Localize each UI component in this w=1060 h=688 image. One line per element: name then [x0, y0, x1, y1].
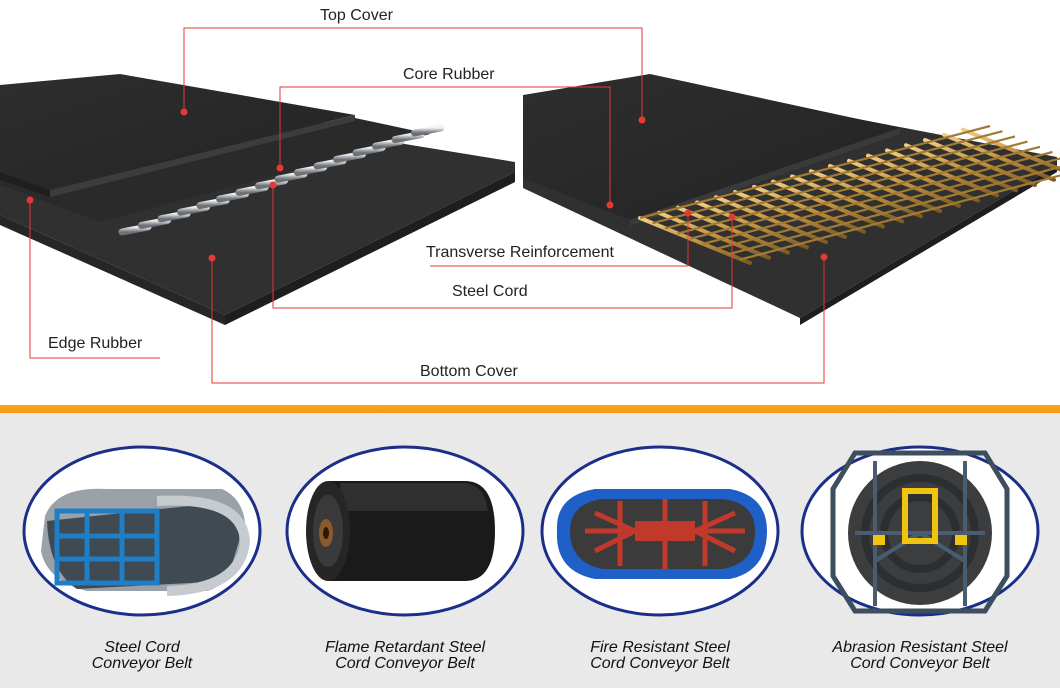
- label-bottom-cover: Bottom Cover: [420, 363, 518, 380]
- belt-cross-section-illustration: [0, 27, 1060, 384]
- left-core-rubber: [0, 118, 430, 222]
- product-caption: Fire Resistant Steel Cord Conveyor Belt: [535, 640, 785, 672]
- left-belt-section: [0, 74, 515, 325]
- abrasion-resistant-belt-image: [800, 445, 1040, 617]
- steel-cord-strand: [733, 190, 847, 239]
- transverse-strand: [739, 174, 1060, 261]
- steel-cord-strand: [695, 200, 809, 250]
- label-transverse-reinforcement: Transverse Reinforcement: [426, 244, 614, 261]
- transverse-strand: [677, 140, 1028, 235]
- left-top-cover: [0, 74, 355, 190]
- fire-resistant-belt-image: [540, 445, 780, 617]
- right-belt-section: [523, 74, 1060, 325]
- label-core-rubber: Core Rubber: [403, 66, 495, 83]
- caption-line-2: Cord Conveyor Belt: [335, 655, 475, 672]
- transverse-strand: [714, 157, 1060, 251]
- transverse-strand: [689, 145, 1041, 240]
- caption-line-1: Abrasion Resistant Steel: [832, 639, 1008, 656]
- steel-cord-strand: [657, 210, 771, 260]
- transverse-strand: [702, 150, 1053, 246]
- transverse-strand: [664, 135, 1016, 230]
- steel-cord-strand: [411, 124, 444, 137]
- leader-dots: [26, 108, 828, 262]
- label-steel-cord: Steel Cord: [452, 283, 528, 300]
- caption-line-1: Fire Resistant Steel: [590, 639, 730, 656]
- orange-divider: [0, 405, 1060, 413]
- steel-cord-strand: [714, 195, 828, 245]
- left-steel-cords: [118, 124, 444, 236]
- product-fire-resistant: Fire Resistant Steel Cord Conveyor Belt: [535, 413, 785, 688]
- right-top-cover: [523, 74, 900, 220]
- transverse-strand: [639, 124, 991, 220]
- product-steel-cord: Steel Cord Conveyor Belt: [17, 413, 267, 688]
- steel-cord-strand: [676, 205, 790, 255]
- belt-structure-diagram: Top Cover Core Rubber Transverse Reinfor…: [0, 7, 1060, 384]
- caption-line-1: Flame Retardant Steel: [324, 639, 486, 656]
- caption-line-2: Conveyor Belt: [91, 655, 193, 672]
- caption-line-1: Steel Cord: [104, 639, 180, 656]
- caption-line-2: Cord Conveyor Belt: [850, 655, 990, 672]
- steel-cord-belt-image: [22, 445, 262, 617]
- product-caption: Abrasion Resistant Steel Cord Conveyor B…: [795, 640, 1045, 672]
- product-flame-retardant: Flame Retardant Steel Cord Conveyor Belt: [280, 413, 530, 688]
- transverse-strand: [727, 165, 1060, 256]
- product-caption: Flame Retardant Steel Cord Conveyor Belt: [280, 640, 530, 672]
- caption-line-2: Cord Conveyor Belt: [590, 655, 730, 672]
- product-gallery: Steel Cord Conveyor Belt Flame Retardant…: [0, 413, 1060, 688]
- leader-lines: [29, 27, 825, 384]
- product-caption: Steel Cord Conveyor Belt: [17, 640, 267, 672]
- label-edge-rubber: Edge Rubber: [48, 335, 143, 352]
- flame-retardant-belt-image: [285, 445, 525, 617]
- product-abrasion-resistant: Abrasion Resistant Steel Cord Conveyor B…: [795, 413, 1045, 688]
- label-top-cover: Top Cover: [320, 7, 393, 24]
- transverse-strand: [652, 130, 1003, 225]
